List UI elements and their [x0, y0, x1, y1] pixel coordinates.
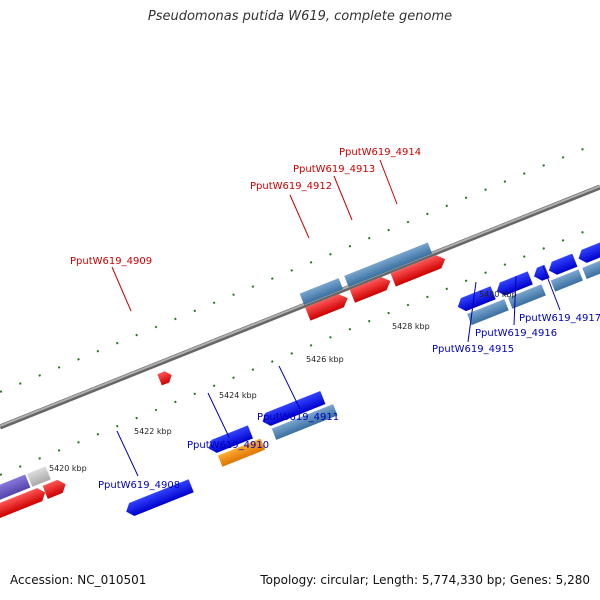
gene-arrow-4917-blue[interactable] [546, 253, 578, 277]
map-title: Pseudomonas putida W619, complete genome [147, 9, 453, 24]
leader-line [542, 265, 561, 311]
genome-stats-text: Topology: circular; Length: 5,774,330 bp… [260, 573, 590, 587]
gene-arrow-4908[interactable] [124, 479, 194, 518]
gene-arrow-4911-blue[interactable] [260, 390, 326, 428]
gene-arrow-4910[interactable] [217, 438, 266, 467]
gene-arrow-gray[interactable] [27, 466, 51, 487]
leader-line [278, 365, 301, 410]
gene-arrow-4912[interactable] [299, 278, 344, 305]
gene-arrow-4910-blue[interactable] [206, 425, 254, 455]
gene-arrow-red[interactable] [0, 486, 48, 519]
gene-arrow-4913-red[interactable] [349, 275, 393, 303]
gene-label-4912[interactable]: PputW619_4912 [250, 181, 332, 192]
gene-label-4916[interactable]: PputW619_4916 [475, 328, 557, 339]
leader-line [467, 281, 477, 343]
gene-arrow-steel-end[interactable] [582, 250, 600, 280]
gene-arrow-4909[interactable] [157, 369, 174, 386]
gene-label-4909[interactable]: PputW619_4909 [70, 256, 152, 267]
gene-label-4911[interactable]: PputW619_4911 [257, 412, 339, 423]
gene-label-4913[interactable]: PputW619_4913 [293, 164, 375, 175]
gene-arrow-4916[interactable] [507, 284, 546, 309]
leader-line [513, 275, 517, 326]
gene-arrow-blue-end[interactable] [576, 238, 600, 265]
tick-label: 5428 kbp [392, 322, 430, 331]
leader-line [116, 430, 139, 477]
gene-arrow-4914-red[interactable] [390, 253, 448, 287]
gene-label-4908[interactable]: PputW619_4908 [98, 480, 180, 491]
tick-label: 5424 kbp [219, 391, 257, 400]
gene-label-4915[interactable]: PputW619_4915 [432, 344, 514, 355]
leader-line [379, 159, 398, 205]
gene-arrow-4912-red[interactable] [305, 292, 350, 321]
leader-line [207, 392, 230, 438]
gene-arrow-4913[interactable] [344, 242, 433, 288]
tick-label: 5426 kbp [306, 355, 344, 364]
tick-label: 5430 kbp [479, 290, 517, 299]
gene-arrow-4917[interactable] [550, 269, 584, 292]
gene-label-4910[interactable]: PputW619_4910 [187, 440, 269, 451]
gene-arrow-4911[interactable] [271, 404, 338, 440]
gene-arrow-small[interactable] [531, 264, 550, 283]
gene-arrow-red[interactable] [42, 478, 69, 499]
gene-label-4914[interactable]: PputW619_4914 [339, 147, 421, 158]
gene-arrow-purple[interactable] [0, 474, 31, 503]
gene-arrow-4915[interactable] [467, 299, 509, 326]
leader-line [111, 266, 132, 312]
gene-label-4917[interactable]: PputW619_4917 [519, 313, 600, 324]
leader-line [289, 194, 310, 239]
tick-label: 5420 kbp [49, 464, 87, 473]
tick-label: 5422 kbp [134, 427, 172, 436]
genome-backbone-highlight [0, 185, 600, 427]
leader-line [333, 175, 353, 221]
gene-arrow-4916-blue[interactable] [494, 271, 533, 297]
gene-arrow-4915-blue[interactable] [455, 286, 496, 313]
accession-text: Accession: NC_010501 [10, 573, 147, 587]
